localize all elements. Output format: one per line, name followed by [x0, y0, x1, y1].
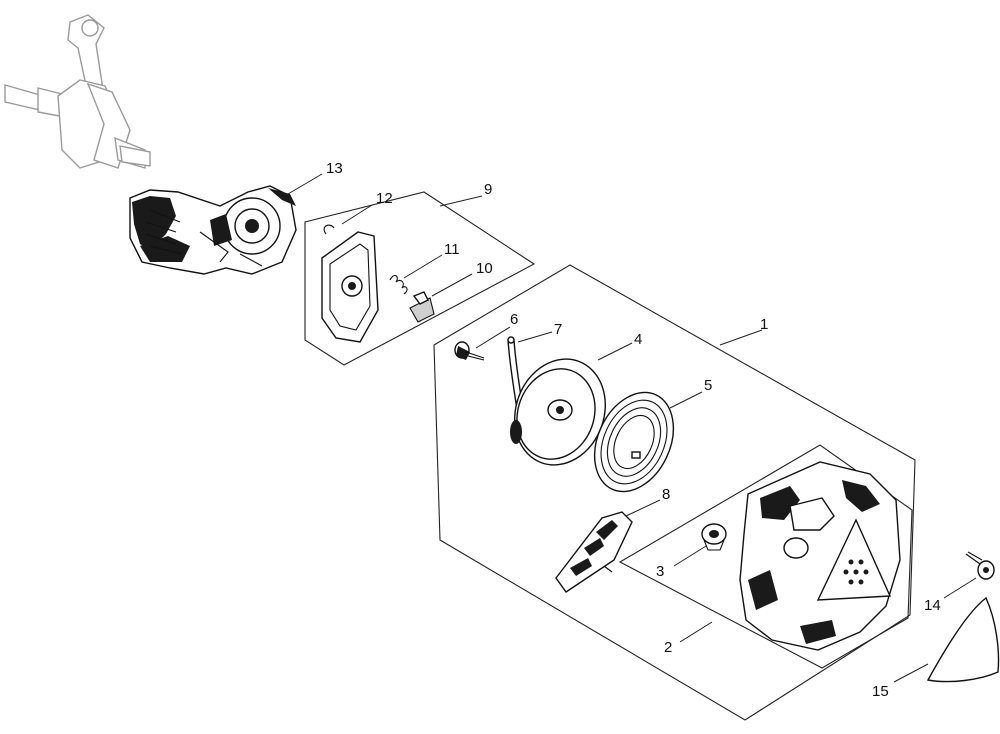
part-label-6: 6 [510, 311, 518, 328]
housing-illustration [129, 185, 297, 275]
part-label-3: 3 [656, 563, 664, 580]
part-label-1: 1 [760, 316, 768, 333]
screw-illustration [965, 551, 995, 580]
part-label-14: 14 [924, 597, 941, 614]
part-label-5: 5 [704, 377, 712, 394]
part-label-15: 15 [872, 683, 889, 700]
part-label-8: 8 [662, 486, 670, 503]
bushing-illustration [701, 523, 727, 551]
part-label-12: 12 [376, 190, 393, 207]
kit-box-1 [433, 264, 916, 721]
kit-box-9 [304, 191, 536, 366]
spring-illustration [593, 391, 675, 493]
part-label-9: 9 [484, 181, 492, 198]
pawl-plate-illustration [321, 224, 435, 343]
part-label-13: 13 [326, 160, 343, 177]
part-label-11: 11 [444, 241, 460, 258]
reel-illustration [510, 358, 606, 466]
decal-illustration [926, 596, 1000, 683]
part-labels: 13 9 12 11 10 1 6 7 4 5 8 3 2 14 15 [326, 160, 941, 700]
crankshaft-illustration [4, 14, 151, 169]
starter-case-illustration [739, 461, 901, 651]
part-label-4: 4 [634, 331, 642, 348]
kit-box-2 [618, 444, 913, 669]
handle-illustration [555, 511, 633, 593]
part-label-7: 7 [554, 321, 562, 338]
part-label-2: 2 [664, 639, 672, 656]
leader-lines [287, 173, 977, 683]
part-label-10: 10 [476, 260, 493, 277]
bolt-illustration [454, 341, 485, 361]
